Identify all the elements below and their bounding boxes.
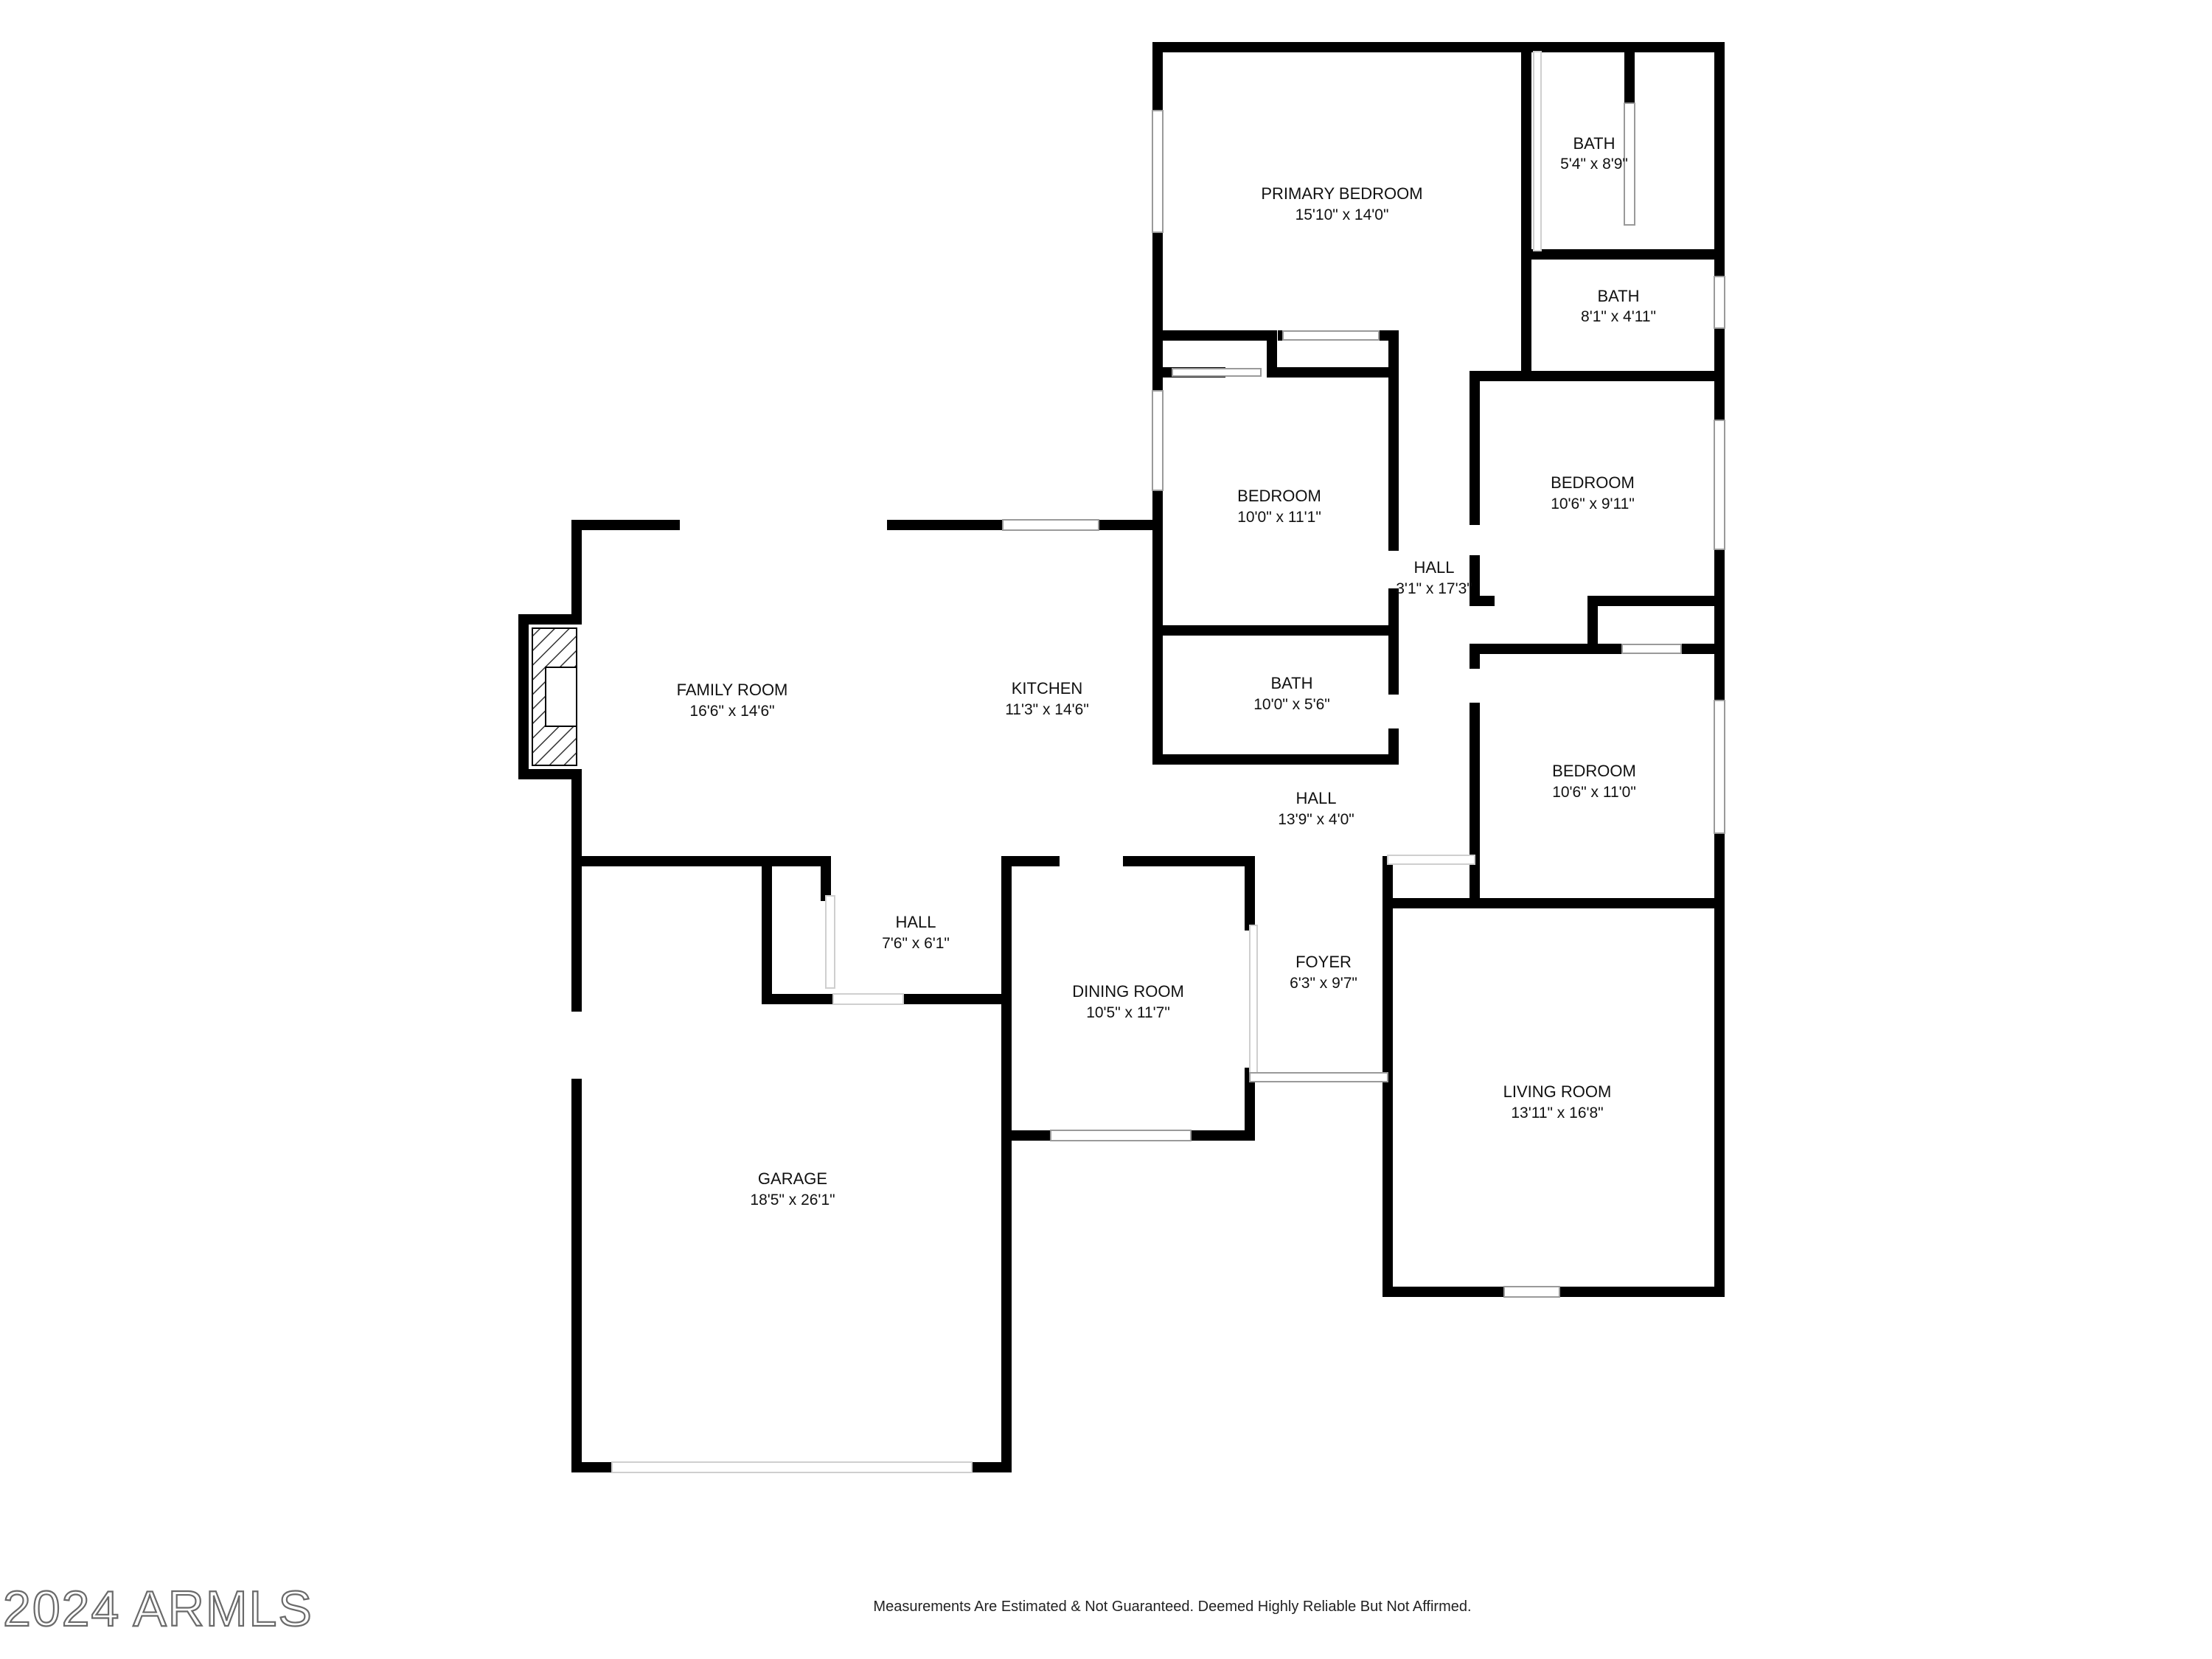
room-dimensions: 8'1" x 4'11" [1581,308,1656,325]
room-bedroom-1: BEDROOM 10'0" x 11'1" [1237,487,1321,526]
room-dining-room: DINING ROOM 10'5" x 11'7" [1072,982,1184,1021]
room-bedroom-3: BEDROOM 10'6" x 11'0" [1552,762,1636,801]
room-name: HALL [895,913,936,931]
room-name: BEDROOM [1552,762,1636,780]
room-name: BEDROOM [1237,487,1321,505]
room-bath-1: BATH 5'4" x 8'9" [1560,134,1628,173]
room-kitchen: KITCHEN 11'3" x 14'6" [1005,679,1089,718]
room-name: BATH [1597,287,1639,305]
room-dimensions: 11'3" x 14'6" [1005,701,1089,718]
room-dimensions: 13'11" x 16'8" [1511,1105,1603,1121]
room-name: GARAGE [758,1169,827,1188]
disclaimer: Measurements Are Estimated & Not Guarant… [873,1599,1471,1615]
room-dimensions: 6'3" x 9'7" [1290,975,1357,992]
room-hall-1: HALL 3'1" x 17'3" [1396,558,1472,597]
room-primary-bedroom: PRIMARY BEDROOM 15'10" x 14'0" [1261,184,1422,223]
room-labels: PRIMARY BEDROOM 15'10" x 14'0" BATH 5'4"… [677,134,1656,1208]
room-dimensions: 10'6" x 9'11" [1551,495,1635,512]
room-hall-2: HALL 13'9" x 4'0" [1278,789,1354,828]
room-dimensions: 10'0" x 5'6" [1253,696,1330,713]
room-dimensions: 7'6" x 6'1" [882,935,950,952]
room-living-room: LIVING ROOM 13'11" x 16'8" [1503,1082,1612,1121]
room-dimensions: 16'6" x 14'6" [689,703,774,720]
room-dimensions: 3'1" x 17'3" [1396,580,1472,597]
watermark: 2024 ARMLS [3,1581,313,1637]
room-dimensions: 15'10" x 14'0" [1295,206,1389,223]
room-family-room: FAMILY ROOM 16'6" x 14'6" [677,681,788,720]
room-name: FAMILY ROOM [677,681,788,699]
room-name: BEDROOM [1551,473,1635,492]
room-garage: GARAGE 18'5" x 26'1" [750,1169,835,1208]
walls [518,42,1725,1472]
room-bath-3: BATH 10'0" x 5'6" [1253,674,1330,713]
room-name: PRIMARY BEDROOM [1261,184,1422,203]
windows [611,51,1725,1473]
room-dimensions: 10'5" x 11'7" [1086,1004,1170,1021]
room-foyer: FOYER 6'3" x 9'7" [1290,953,1357,992]
room-name: LIVING ROOM [1503,1082,1612,1101]
room-bedroom-2: BEDROOM 10'6" x 9'11" [1551,473,1635,512]
room-name: HALL [1413,558,1454,577]
room-dimensions: 10'0" x 11'1" [1237,509,1321,526]
room-dimensions: 13'9" x 4'0" [1278,811,1354,828]
room-name: BATH [1573,134,1615,153]
room-hall-3: HALL 7'6" x 6'1" [882,913,950,952]
room-name: KITCHEN [1012,679,1083,698]
room-dimensions: 10'6" x 11'0" [1552,784,1636,801]
room-dimensions: 18'5" x 26'1" [750,1192,835,1208]
room-dimensions: 5'4" x 8'9" [1560,156,1628,173]
room-name: FOYER [1295,953,1352,971]
room-name: HALL [1295,789,1336,807]
fireplace-hatch-icon [532,627,577,766]
room-bath-2: BATH 8'1" x 4'11" [1581,287,1656,325]
room-name: DINING ROOM [1072,982,1184,1001]
room-name: BATH [1270,674,1312,692]
